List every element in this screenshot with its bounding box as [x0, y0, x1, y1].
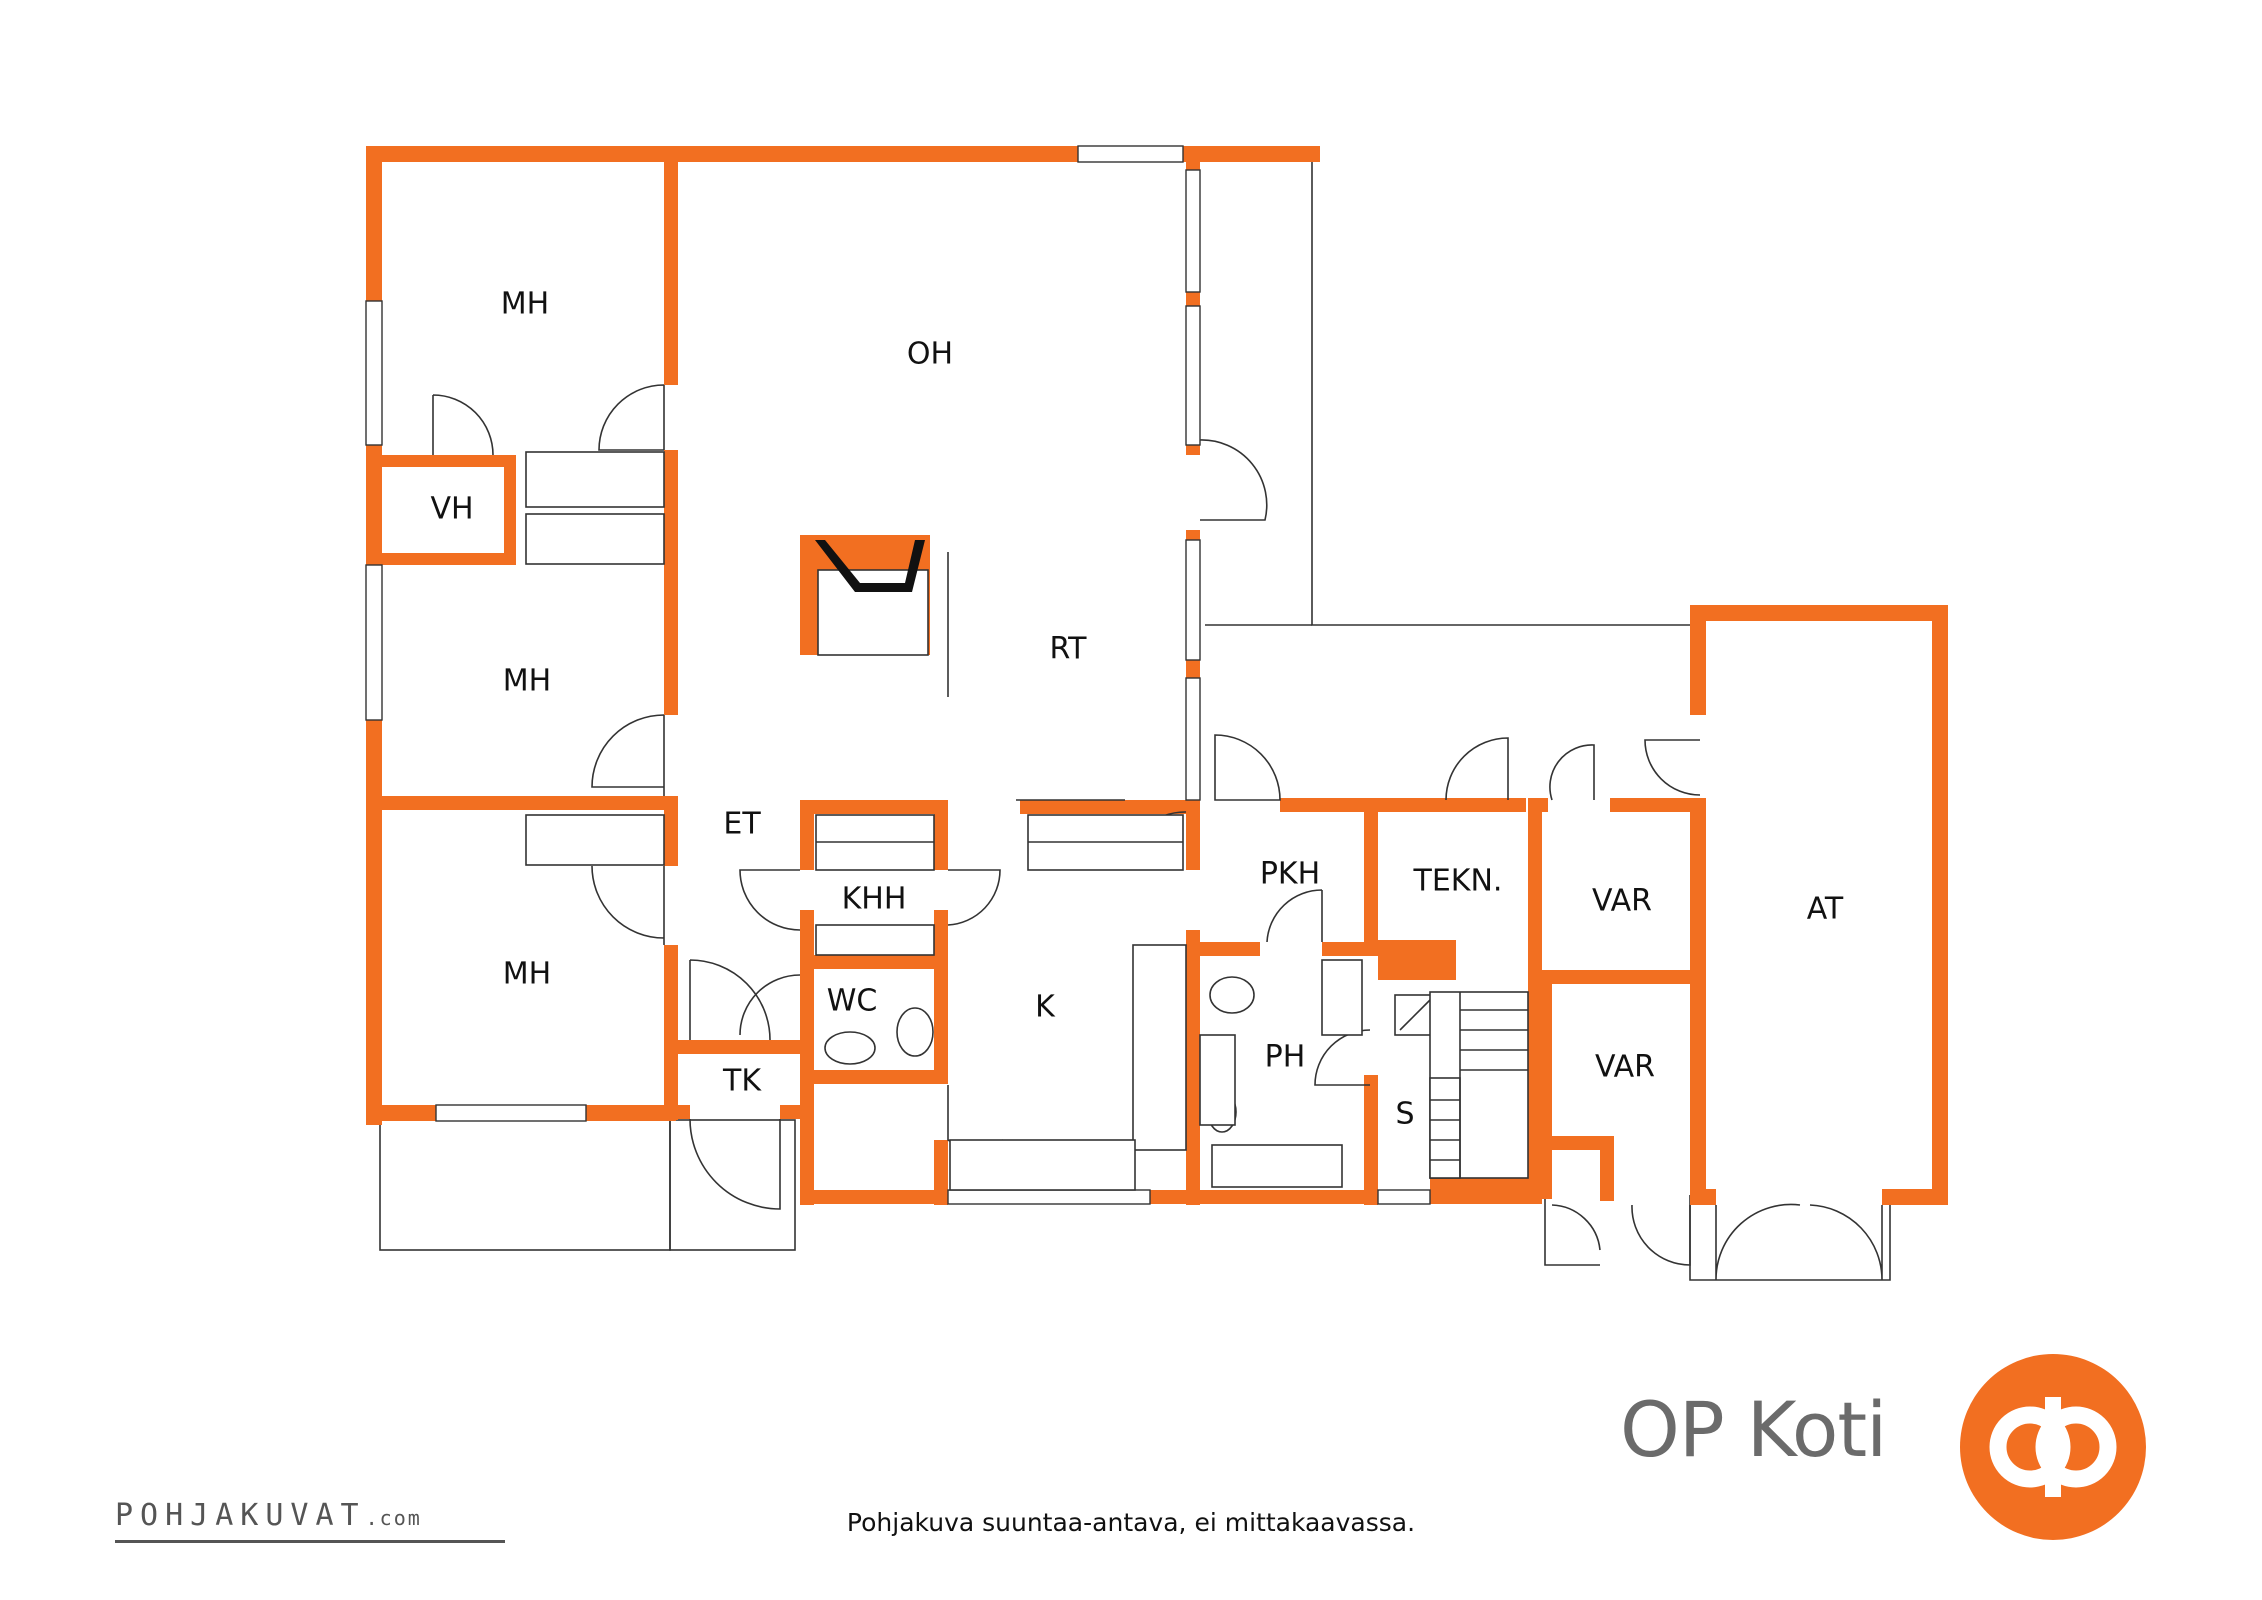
room-label-khh: KHH	[842, 882, 907, 917]
room-label-wc: WC	[827, 984, 878, 1019]
brand-name: OP Koti	[1620, 1385, 1887, 1474]
room-label-s: S	[1395, 1097, 1414, 1132]
walls	[366, 146, 1948, 1205]
room-label-vh: VH	[430, 492, 473, 527]
maker-name: POHJAKUVAT	[115, 1498, 366, 1533]
room-label-tk: TK	[722, 1064, 762, 1099]
room-label-tekn: TEKN.	[1413, 864, 1503, 899]
maker-logo: POHJAKUVAT.com	[115, 1498, 422, 1533]
fixtures	[525, 451, 1529, 1191]
room-label-rt: RT	[1050, 632, 1088, 667]
doors	[432, 384, 1883, 1281]
room-label-oh: OH	[907, 337, 953, 372]
room-label-mh-mid: MH	[503, 664, 551, 699]
room-label-pkh: PKH	[1260, 857, 1320, 892]
room-label-mh-top: MH	[501, 287, 549, 322]
windows	[365, 145, 1431, 1205]
op-logo	[1960, 1354, 2146, 1540]
room-label-ph: PH	[1265, 1040, 1306, 1075]
maker-domain: .com	[365, 1506, 422, 1530]
room-label-mh-bottom: MH	[503, 957, 551, 992]
room-label-var-bottom: VAR	[1595, 1050, 1655, 1085]
room-label-var-top: VAR	[1592, 884, 1652, 919]
room-label-at: AT	[1807, 892, 1844, 927]
room-label-k: K	[1035, 990, 1056, 1025]
maker-underline	[115, 1540, 505, 1543]
disclaimer: Pohjakuva suuntaa-antava, ei mittakaavas…	[846, 1508, 1416, 1537]
room-label-et: ET	[723, 807, 761, 842]
room-labels: MH OH VH MH RT ET MH KHH WC TK K PKH PH …	[430, 287, 1843, 1132]
